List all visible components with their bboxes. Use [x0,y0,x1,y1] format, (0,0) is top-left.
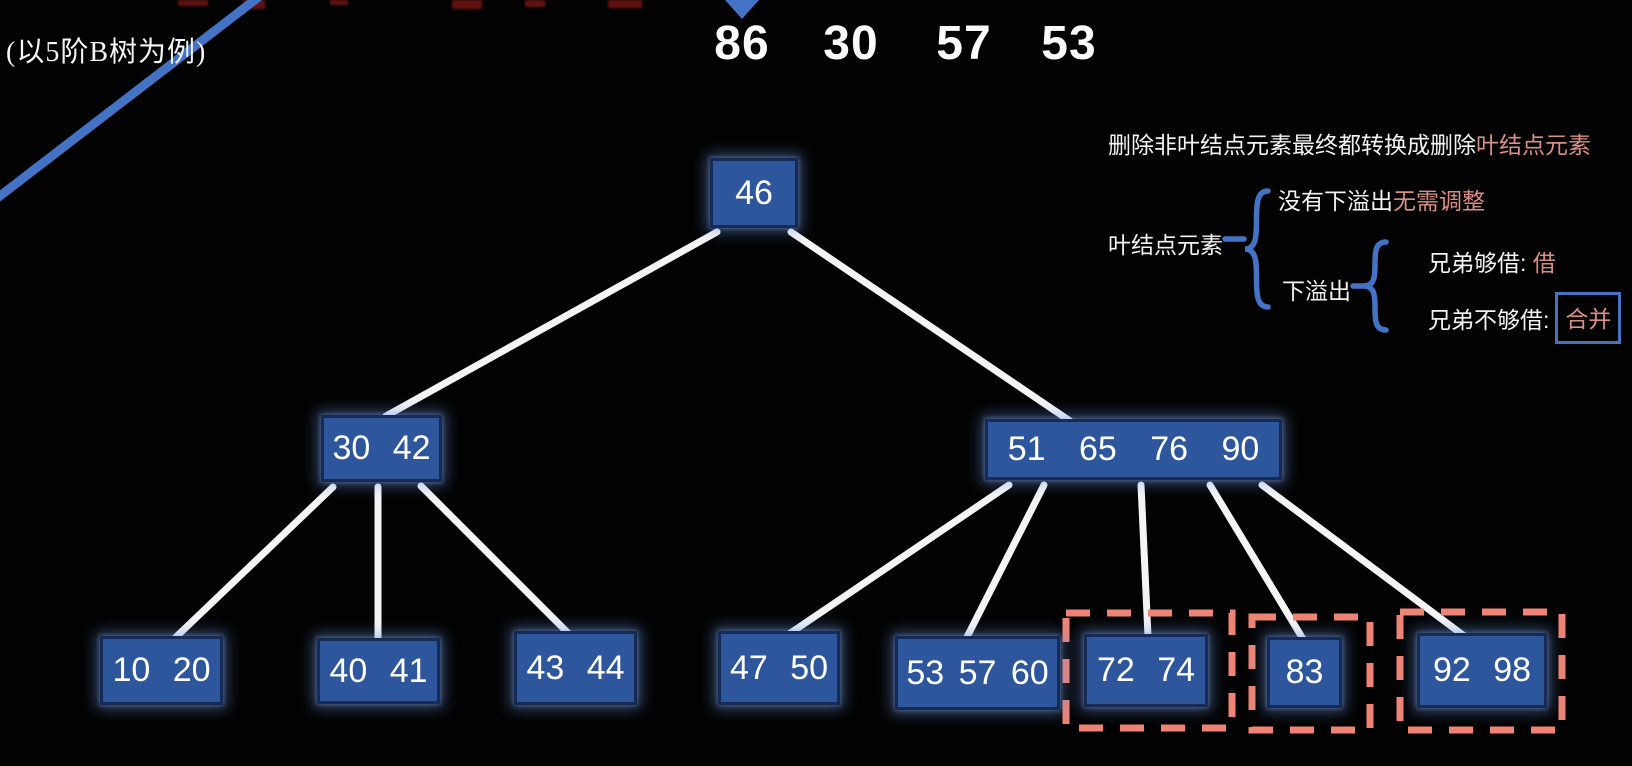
tree-node-internal: 30 42 [321,415,442,482]
tree-edge [1137,481,1152,640]
order-note: (以5阶B树为例) [6,37,207,68]
tree-node-leaf: 72 74 [1084,634,1208,707]
merge-case-white: 兄弟不够借: [1428,307,1550,333]
annotation-headline: 删除非叶结点元素最终都转换成删除叶结点元素 [1108,126,1591,160]
tree-edge [1258,481,1471,642]
tree-node-leaf: 10 20 [100,636,223,705]
borrow-case: 兄弟够借: 借 [1428,244,1556,278]
no-underflow-white: 没有下溢出 [1278,188,1393,214]
tree-node-root: 46 [710,158,798,228]
tree-node-internal: 51 65 76 90 [985,419,1282,480]
borrow-case-red: 借 [1532,250,1556,276]
no-underflow-case: 没有下溢出无需调整 [1278,182,1485,216]
merge-case-box: 合并 [1555,292,1622,344]
no-underflow-red: 无需调整 [1393,188,1485,214]
tree-node-leaf: 53 57 60 [895,636,1060,710]
borrow-case-white: 兄弟够借: [1428,250,1527,276]
tree-node-leaf: 47 50 [718,631,840,705]
sequence-number: 53 [1041,17,1097,70]
sequence-number: 57 [936,17,992,70]
tree-node-leaf: 43 44 [514,631,637,705]
merge-case: 兄弟不够借: 合并 [1428,292,1622,344]
tree-edge [382,228,721,420]
tree-node-leaf: 83 [1267,637,1342,708]
tree-edge [785,481,1013,638]
curly-brace-icon [1363,239,1389,333]
annotation-headline-white: 删除非叶结点元素最终都转换成删除 [1108,132,1476,158]
tree-node-leaf: 92 98 [1417,633,1547,708]
sequence-number: 30 [823,17,879,70]
sequence-number: 86 [714,17,770,70]
annotation-headline-red: 叶结点元素 [1476,132,1591,158]
tree-edge [1206,481,1307,643]
underflow-label: 下溢出 [1282,278,1351,304]
tree-edge [962,481,1048,643]
curly-brace-icon [1244,188,1271,310]
tree-node-leaf: 40 41 [317,638,440,704]
leaf-element-label: 叶结点元素 [1108,232,1223,258]
tree-edge [172,483,337,641]
tree-edge [787,228,1074,425]
tree-edge [417,482,572,637]
